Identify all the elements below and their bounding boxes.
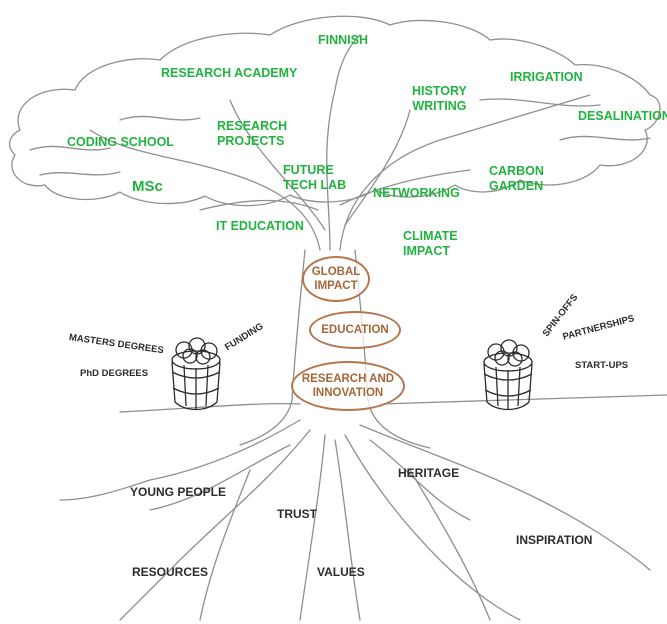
trunk-outline <box>240 250 305 445</box>
oval-research-innovation-line2: INNOVATION <box>302 386 394 400</box>
label-climate-impact-line1: CLIMATE <box>403 229 458 244</box>
oval-research-innovation-line1: RESEARCH AND <box>302 372 394 386</box>
label-history-writing-line2: WRITING <box>412 99 467 114</box>
label-resources: RESOURCES <box>132 565 208 579</box>
label-finnish: FINNISH <box>318 33 368 48</box>
label-history-writing-line1: HISTORY <box>412 84 467 99</box>
label-carbon-garden-line2: GARDEN <box>489 179 544 194</box>
label-inspiration: INSPIRATION <box>516 533 592 547</box>
label-history-writing: HISTORY WRITING <box>412 84 467 114</box>
label-climate-impact-line2: IMPACT <box>403 244 458 259</box>
label-research-projects-line1: RESEARCH <box>217 119 287 134</box>
left-apple-basket <box>172 338 220 410</box>
label-future-tech-lab: FUTURE TECH LAB <box>283 163 346 193</box>
label-trust: TRUST <box>277 507 317 521</box>
oval-global-impact-line1: GLOBAL <box>312 265 361 279</box>
label-young-people: YOUNG PEOPLE <box>130 485 226 499</box>
label-research-projects-line2: PROJECTS <box>217 134 287 149</box>
oval-global-impact-line2: IMPACT <box>312 279 361 293</box>
label-coding-school: CODING SCHOOL <box>67 135 174 150</box>
label-research-academy: RESEARCH ACADEMY <box>161 66 297 81</box>
label-research-projects: RESEARCH PROJECTS <box>217 119 287 149</box>
label-heritage: HERITAGE <box>398 466 459 480</box>
label-climate-impact: CLIMATE IMPACT <box>403 229 458 259</box>
label-future-tech-lab-line1: FUTURE <box>283 163 346 178</box>
oval-research-innovation: RESEARCH AND INNOVATION <box>291 361 405 411</box>
label-desalination: DESALINATION <box>578 109 667 124</box>
label-networking: NETWORKING <box>373 186 460 201</box>
oval-education: EDUCATION <box>309 311 401 349</box>
label-irrigation: IRRIGATION <box>510 70 583 85</box>
label-carbon-garden: CARBON GARDEN <box>489 164 544 194</box>
oval-global-impact: GLOBAL IMPACT <box>302 256 370 302</box>
label-start-ups: START-UPS <box>575 360 628 371</box>
label-phd-degrees: PhD DEGREES <box>80 368 148 379</box>
label-future-tech-lab-line2: TECH LAB <box>283 178 346 193</box>
label-values: VALUES <box>317 565 365 579</box>
label-carbon-garden-line1: CARBON <box>489 164 544 179</box>
label-it-education: IT EDUCATION <box>216 219 304 234</box>
oval-education-text: EDUCATION <box>321 323 389 337</box>
label-msc: MSc <box>132 178 163 196</box>
